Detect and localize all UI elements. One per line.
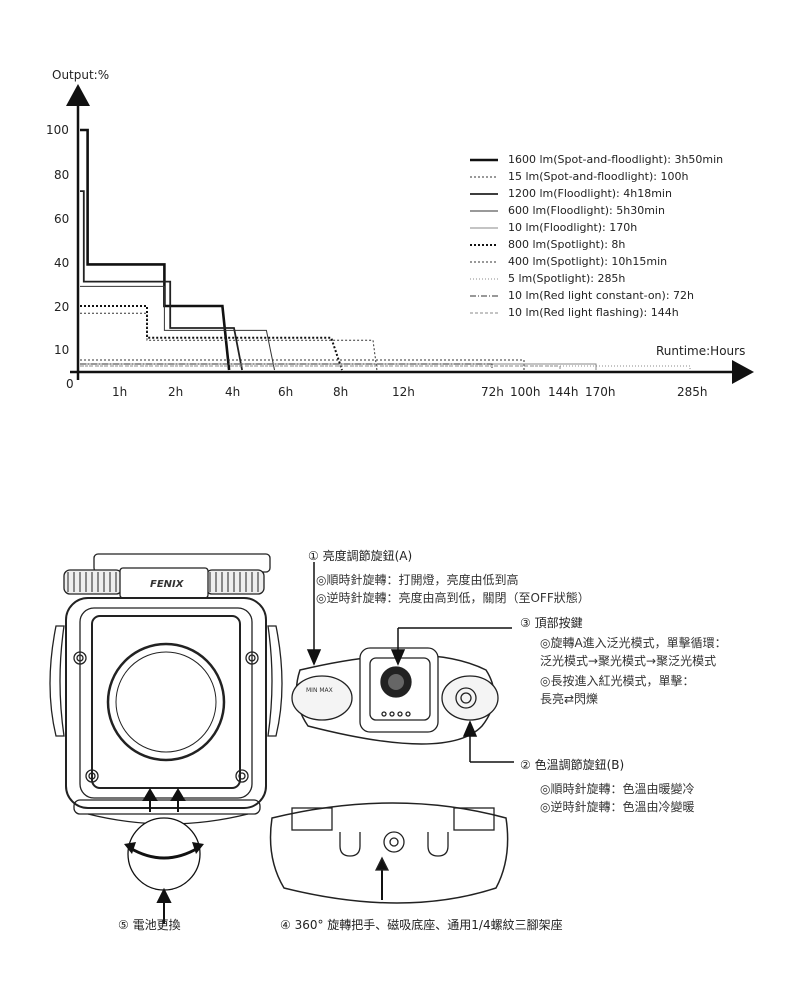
callout-knob-b-line: ◎順時針旋轉：色溫由暖變冷 [540, 782, 695, 796]
legend-entry: 5 lm(Spotlight): 285h [508, 272, 626, 285]
callout-knob-a-line: ◎順時針旋轉：打開燈，亮度由低到高 [316, 573, 519, 587]
callout-knob-a-title: ① 亮度調節旋鈕(A) [308, 549, 413, 563]
callout-top-button-line: 長亮⇄閃爍 [540, 692, 599, 706]
x-tick-label: 2h [168, 385, 184, 399]
legend-entry: 1600 lm(Spot-and-floodlight): 3h50min [508, 153, 724, 166]
callout-battery-title: ⑤ 電池更換 [118, 918, 181, 932]
x-tick-label: 1h [112, 385, 128, 399]
legend-entry: 15 lm(Spot-and-floodlight): 100h [508, 170, 689, 183]
lantern-front-view [49, 553, 283, 825]
product-diagram: FENIX MIN MAX [49, 553, 514, 924]
battery-rotation-icon [124, 788, 204, 924]
series-line [80, 312, 378, 371]
y-tick-label: 80 [54, 168, 70, 182]
y-tick-label: 40 [54, 256, 70, 270]
y-tick-label: 60 [54, 212, 70, 226]
legend-entry: 10 lm(Red light flashing): 144h [508, 306, 679, 319]
x-tick-label: 4h [225, 385, 241, 399]
x-tick-label: 12h [392, 385, 415, 399]
x-tick-label: 8h [333, 385, 349, 399]
legend-entry: 1200 lm(Floodlight): 4h18min [508, 187, 672, 200]
x-axis-label: Runtime:Hours [656, 344, 746, 358]
legend-entry: 600 lm(Floodlight): 5h30min [508, 204, 665, 217]
legend-layer [470, 158, 498, 314]
x-tick-label: 100h [510, 385, 541, 399]
y-tick-label: 100 [46, 123, 69, 137]
callout-knob-b-title: ② 色溫調節旋鈕(B) [520, 758, 625, 772]
knob-a-label: MIN MAX [306, 687, 333, 694]
callout-top-button-title: ③ 頂部按鍵 [520, 616, 583, 630]
x-tick-label: 144h [548, 385, 579, 399]
x-axis-arrow [732, 360, 754, 384]
lantern-top-view [291, 647, 499, 745]
legend-entry: 800 lm(Spotlight): 8h [508, 238, 626, 251]
callout-base-title: ④ 360° 旋轉把手、磁吸底座、通用1/4螺紋三腳架座 [280, 918, 563, 932]
series-line [80, 190, 243, 371]
y-axis-arrow [66, 84, 90, 106]
x-tick-label: 170h [585, 385, 616, 399]
series-line [80, 365, 561, 370]
x-tick-label: 6h [278, 385, 294, 399]
chart-plot-area [66, 84, 754, 384]
series-line [80, 365, 691, 370]
callout-leaders [306, 562, 514, 763]
y-tick-label: 20 [54, 300, 70, 314]
callout-top-button-line: ◎旋轉A進入泛光模式，單擊循環： [540, 636, 727, 650]
x-tick-label: 72h [481, 385, 504, 399]
y-axis-label: Output:% [52, 68, 110, 82]
x-tick-label: 285h [677, 385, 708, 399]
lantern-bottom-view [269, 802, 509, 904]
legend-entry: 10 lm(Red light constant-on): 72h [508, 289, 694, 302]
callout-top-button-line: ◎長按進入紅光模式，單擊： [540, 674, 695, 688]
series-line [80, 285, 275, 371]
runtime-chart: Output:% Runtime:Hours 0 100 80 60 40 20… [0, 0, 800, 420]
series-line [80, 128, 231, 371]
lantern-logo: FENIX [150, 579, 185, 590]
y-tick-label: 10 [54, 343, 70, 357]
callout-top-button-line: 泛光模式→聚光模式→聚泛光模式 [540, 654, 717, 668]
origin-label: 0 [66, 377, 74, 391]
callout-knob-b-line: ◎逆時針旋轉：色溫由冷變暖 [540, 800, 695, 814]
series-line [80, 359, 525, 370]
series-layer [80, 128, 691, 371]
legend-entry: 400 lm(Spotlight): 10h15min [508, 255, 668, 268]
callout-knob-a-line: ◎逆時針旋轉：亮度由高到低，關閉（至OFF狀態） [316, 591, 590, 605]
series-line [80, 363, 597, 370]
series-line [80, 363, 493, 370]
legend-entry: 10 lm(Floodlight): 170h [508, 221, 638, 234]
series-line [80, 305, 343, 371]
